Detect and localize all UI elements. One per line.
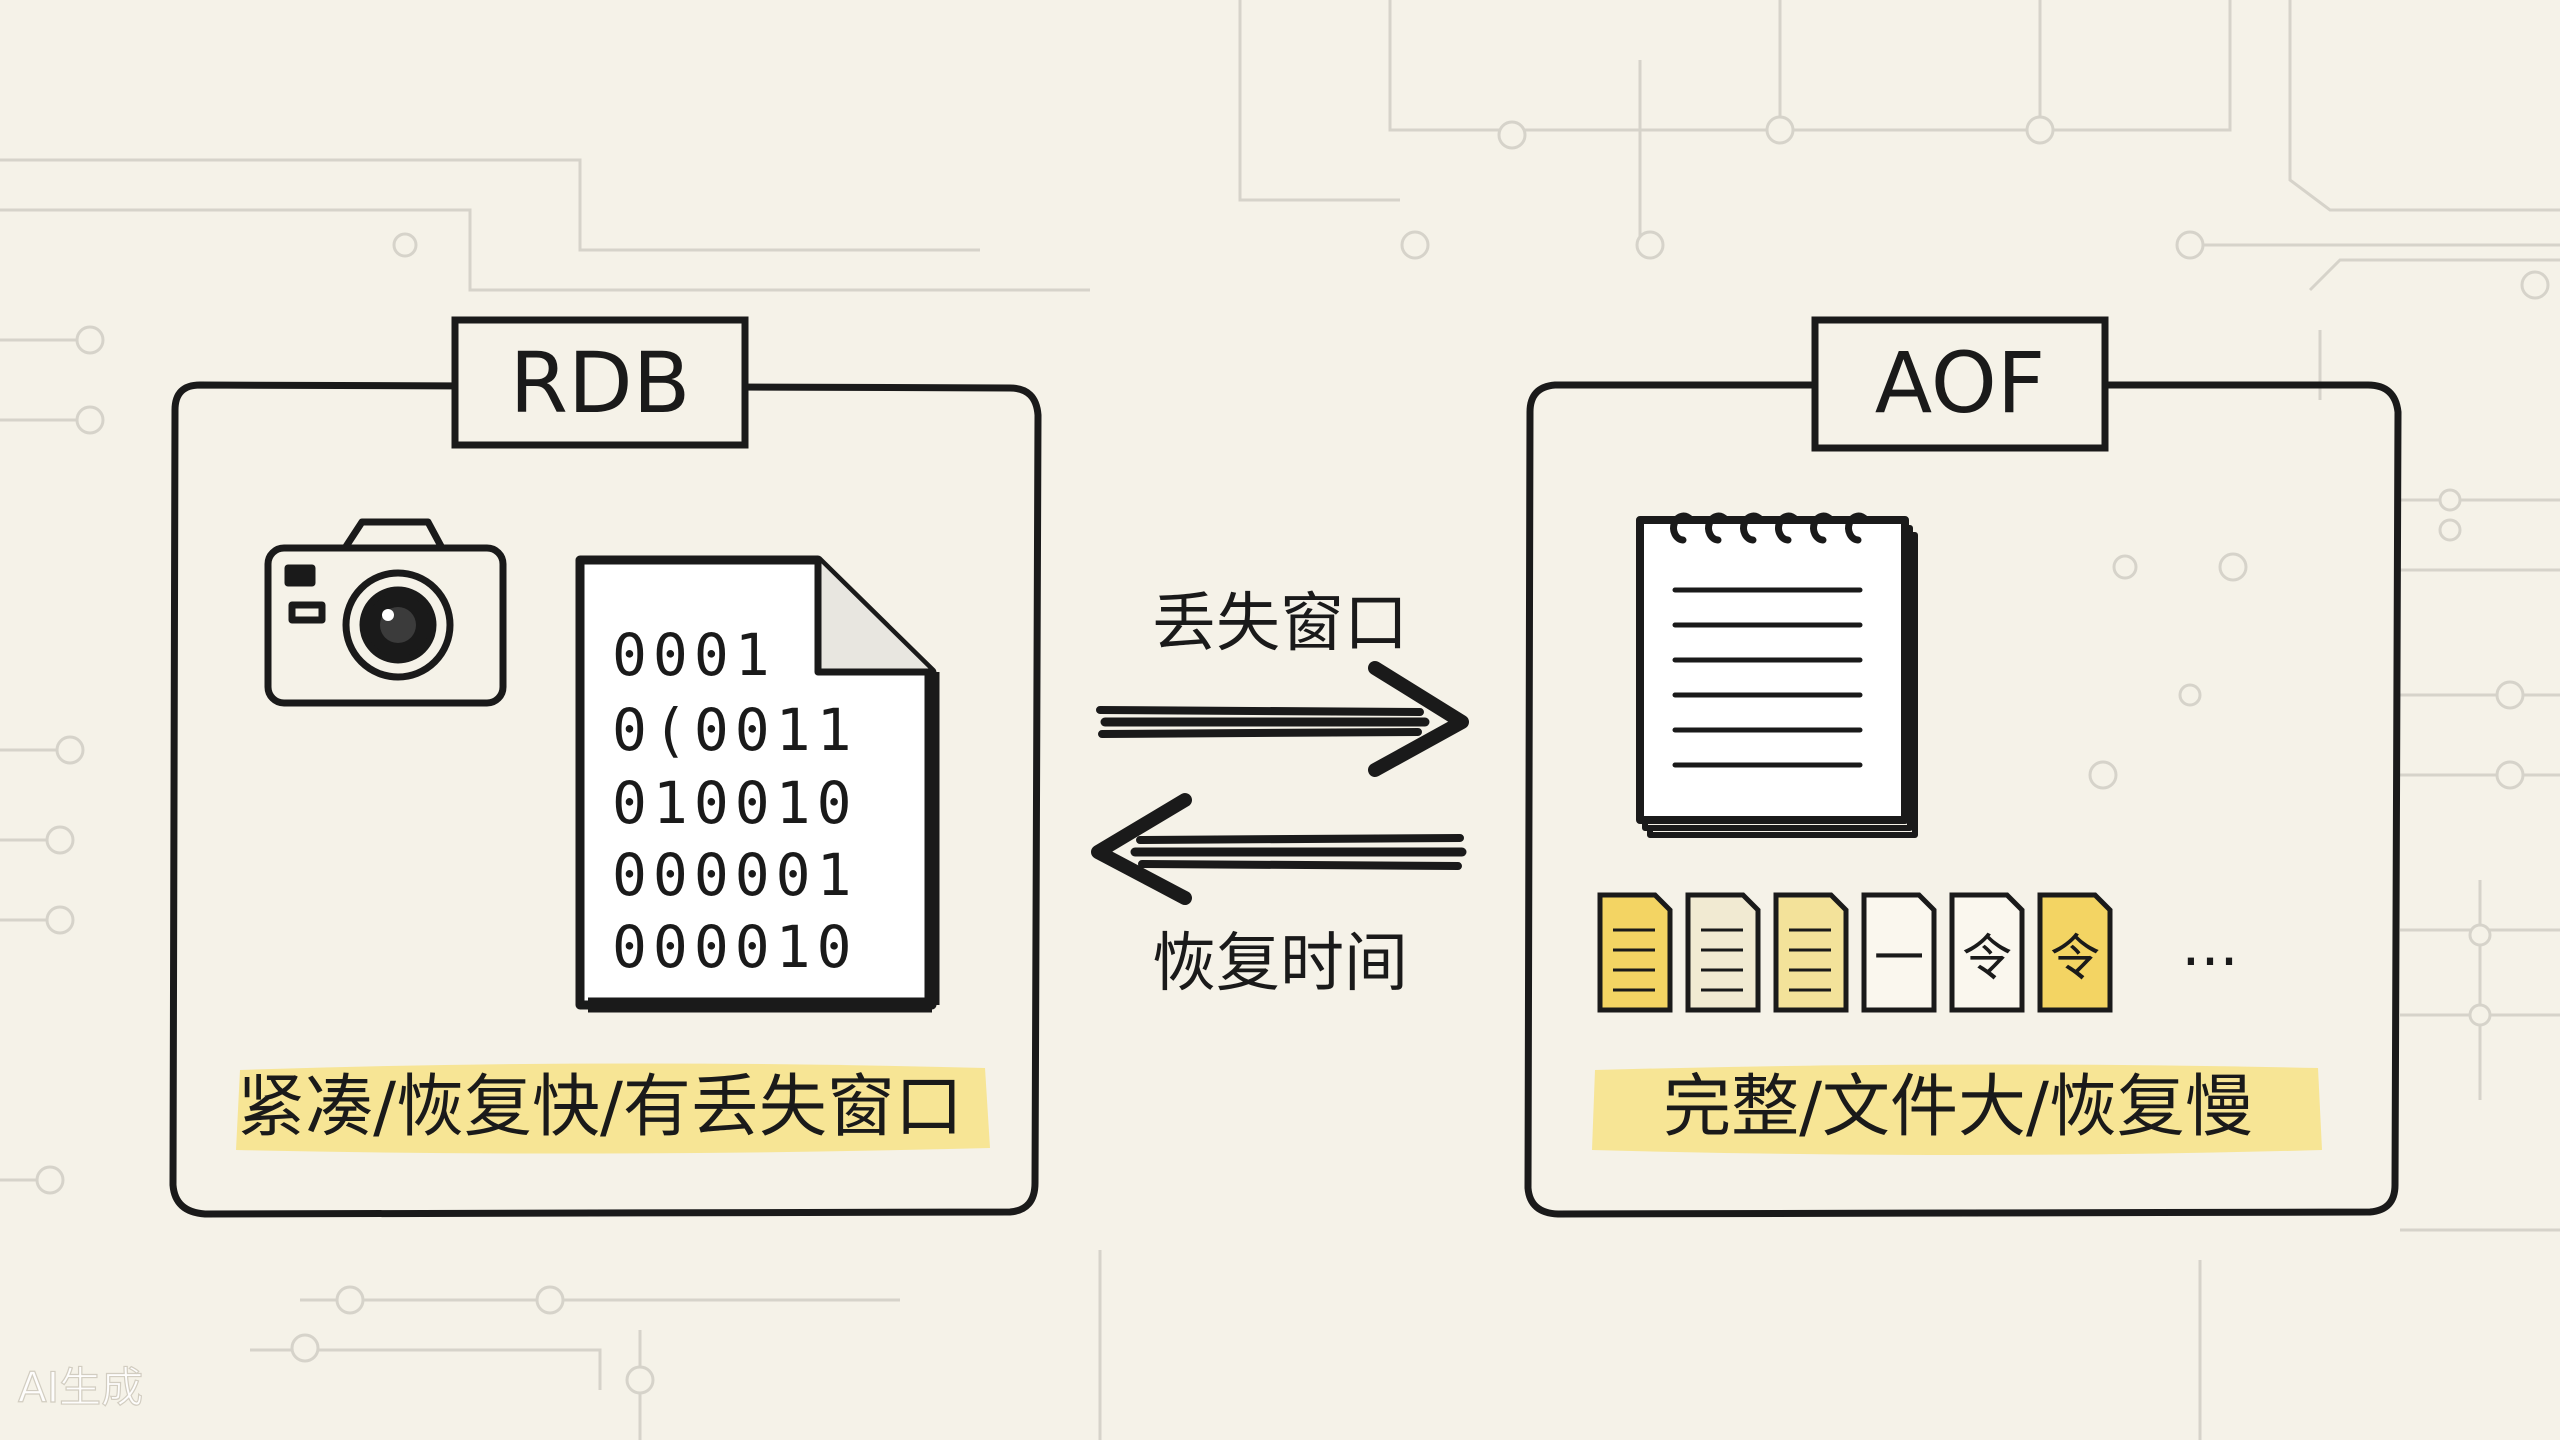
ai-watermark: AI生成	[18, 1363, 143, 1412]
log-chip-text: 一	[1874, 929, 1924, 987]
rdb-title: RDB	[510, 334, 691, 432]
exchange-arrows: 丢失窗口 恢复时间	[1091, 587, 1469, 1001]
aof-title: AOF	[1875, 334, 2045, 432]
rdb-summary-highlight	[236, 1063, 990, 1154]
notepad-icon	[1636, 512, 1918, 838]
right-arrow-icon	[1096, 661, 1469, 777]
log-chip	[1597, 892, 1673, 1013]
rdb-title-box	[451, 316, 749, 449]
rdb-summary: 紧凑/恢复快/有丢失窗口	[237, 1068, 963, 1147]
binary-line: 000010	[612, 913, 858, 981]
rdb-panel: RDB 0001 0(0011 010010 000001 000010	[169, 316, 1042, 1218]
log-chip: 令	[1949, 892, 2025, 1013]
binary-line: 010010	[612, 769, 858, 837]
log-chip-ellipsis: ...	[2181, 910, 2238, 980]
circuit-nodes	[35, 115, 2550, 1395]
binary-lines: 0001 0(0011 010010 000001 000010	[612, 621, 858, 981]
binary-line: 0(0011	[612, 696, 858, 764]
arrow-bottom-label: 恢复时间	[1152, 927, 1408, 1001]
aof-summary: 完整/文件大/恢复慢	[1663, 1068, 2253, 1147]
binary-document-icon	[575, 555, 940, 1013]
log-chip	[1773, 892, 1849, 1013]
camera-icon	[264, 518, 507, 707]
left-arrow-icon	[1091, 793, 1467, 905]
log-chip-text: 令	[2050, 929, 2100, 987]
log-chip: 令	[2037, 892, 2113, 1013]
log-chip	[1685, 892, 1761, 1013]
log-chip: 一	[1861, 892, 1937, 1013]
log-chip-text: 令	[1962, 929, 2012, 987]
binary-line: 0001	[612, 621, 776, 689]
aof-title-box	[1811, 316, 2109, 452]
binary-line: 000001	[612, 841, 858, 909]
rdb-panel-frame	[169, 381, 1042, 1218]
aof-panel: AOF	[1524, 316, 2402, 1218]
aof-panel-frame	[1524, 381, 2402, 1218]
arrow-top-label: 丢失窗口	[1152, 587, 1408, 661]
log-chip-row: 一 令 令 ...	[1597, 892, 2239, 1013]
aof-summary-highlight	[1592, 1064, 2322, 1155]
